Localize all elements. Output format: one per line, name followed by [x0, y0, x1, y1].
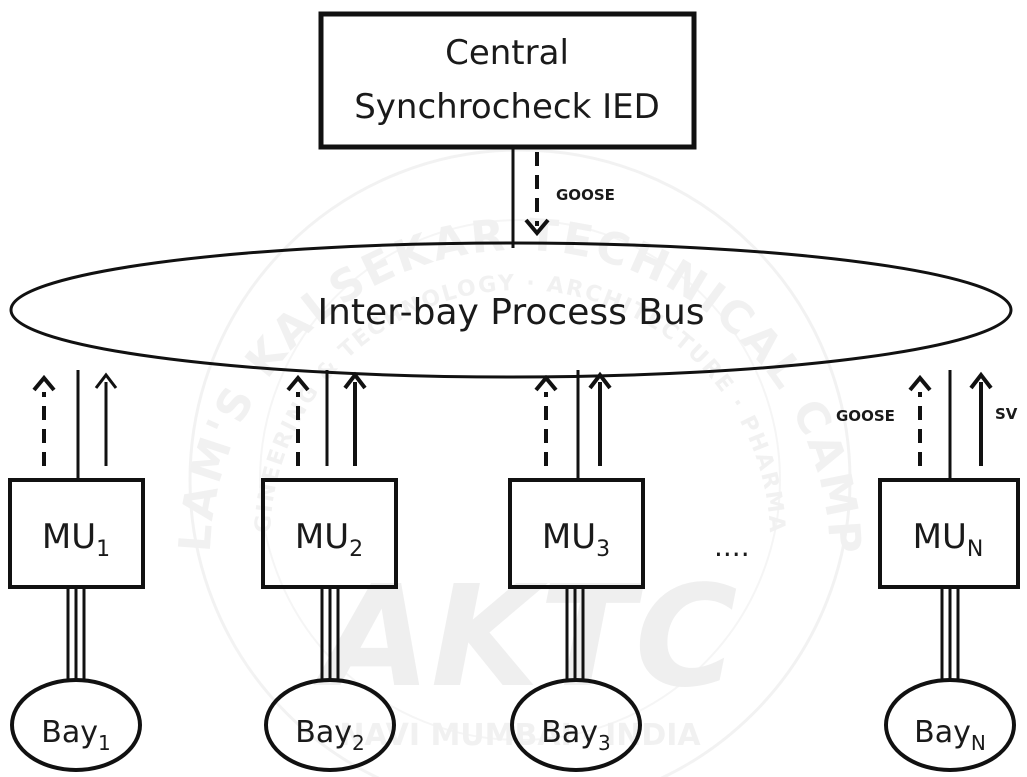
mu-label: MU3 — [542, 517, 610, 562]
sv-up-arrow — [343, 371, 367, 466]
sv-up-arrow — [969, 371, 993, 466]
goose-up-arrow — [32, 374, 56, 466]
bay-label: BayN — [914, 715, 986, 755]
sv-label-right: SV — [995, 405, 1018, 423]
sv-up-arrow — [588, 371, 612, 466]
watermark-arc-top: ANJUMAN - I - ISLAM'S KALSEKAR TECHNICAL… — [0, 0, 867, 558]
goose-up-arrow — [908, 374, 932, 466]
goose-label-right: GOOSE — [836, 407, 895, 425]
bay-node — [10, 678, 142, 772]
process-bus-label: Inter-bay Process Bus — [317, 292, 704, 333]
mu-label: MUN — [913, 517, 984, 562]
goose-up-arrow — [534, 374, 558, 466]
bay-node — [264, 678, 396, 772]
goose-up-arrow — [286, 374, 310, 466]
central-ied-line2: Synchrocheck IED — [354, 87, 660, 127]
bay-column-1: MU1 Bay1 — [8, 370, 145, 772]
goose-down-arrow — [524, 152, 550, 237]
sv-up-arrow — [94, 372, 118, 466]
bay-label: Bay2 — [295, 715, 364, 755]
goose-label-top: GOOSE — [556, 186, 615, 204]
bay-label: Bay3 — [541, 715, 610, 755]
central-ied-line1: Central — [445, 33, 569, 73]
bay-column-n: GOOSE SV MUN BayN — [836, 370, 1020, 772]
bay-node — [510, 678, 642, 772]
bay-label: Bay1 — [41, 715, 110, 755]
bay-column-3: MU3 Bay3 — [508, 370, 645, 772]
process-bus: Inter-bay Process Bus — [9, 241, 1013, 379]
bay-node — [884, 678, 1016, 772]
bay-column-2: MU2 Bay2 — [261, 370, 398, 772]
mu-label: MU1 — [42, 517, 110, 562]
mu-label: MU2 — [295, 517, 363, 562]
ellipsis: .... — [714, 530, 750, 563]
central-ied-node: Central Synchrocheck IED — [318, 11, 697, 150]
watermark-logo: AKTC — [312, 556, 737, 719]
